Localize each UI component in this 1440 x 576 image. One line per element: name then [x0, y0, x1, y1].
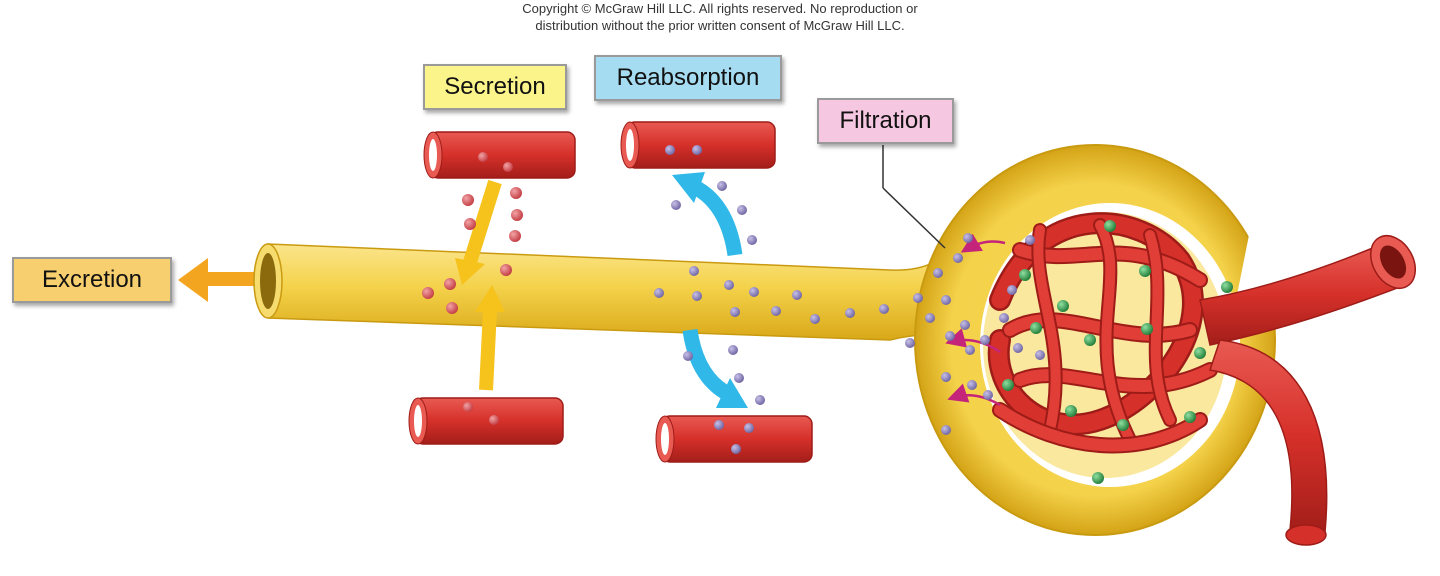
vessel-reabsorption-bottom — [655, 415, 813, 463]
secretion-arrow-up — [475, 285, 505, 391]
filtration-leader-diagonal — [882, 187, 946, 249]
vessel-secretion-bottom — [408, 397, 564, 445]
glomerulus — [987, 212, 1218, 454]
solutes-purple — [654, 145, 1045, 454]
vessel-reabsorption-top — [620, 121, 776, 169]
reabsorption-arrow-down — [682, 328, 748, 408]
renal-tubule — [253, 243, 961, 342]
copyright-line-2: distribution without the prior written c… — [535, 18, 905, 33]
vessel-secretion-top — [423, 131, 576, 179]
excretion-label: Excretion — [12, 257, 172, 303]
solutes-red — [422, 152, 523, 425]
solutes-green — [1002, 220, 1233, 484]
afferent-arteriole — [1199, 235, 1417, 346]
secretion-label: Secretion — [423, 64, 567, 110]
efferent-arteriole — [1209, 339, 1328, 546]
copyright-notice: Copyright © McGraw Hill LLC. All rights … — [400, 0, 1040, 34]
copyright-line-1: Copyright © McGraw Hill LLC. All rights … — [522, 1, 918, 16]
filtration-label: Filtration — [817, 98, 954, 144]
reabsorption-label: Reabsorption — [594, 55, 782, 101]
secretion-arrow-down — [455, 179, 502, 285]
reabsorption-arrow-up — [672, 172, 743, 257]
filtration-arrows — [945, 233, 1006, 407]
